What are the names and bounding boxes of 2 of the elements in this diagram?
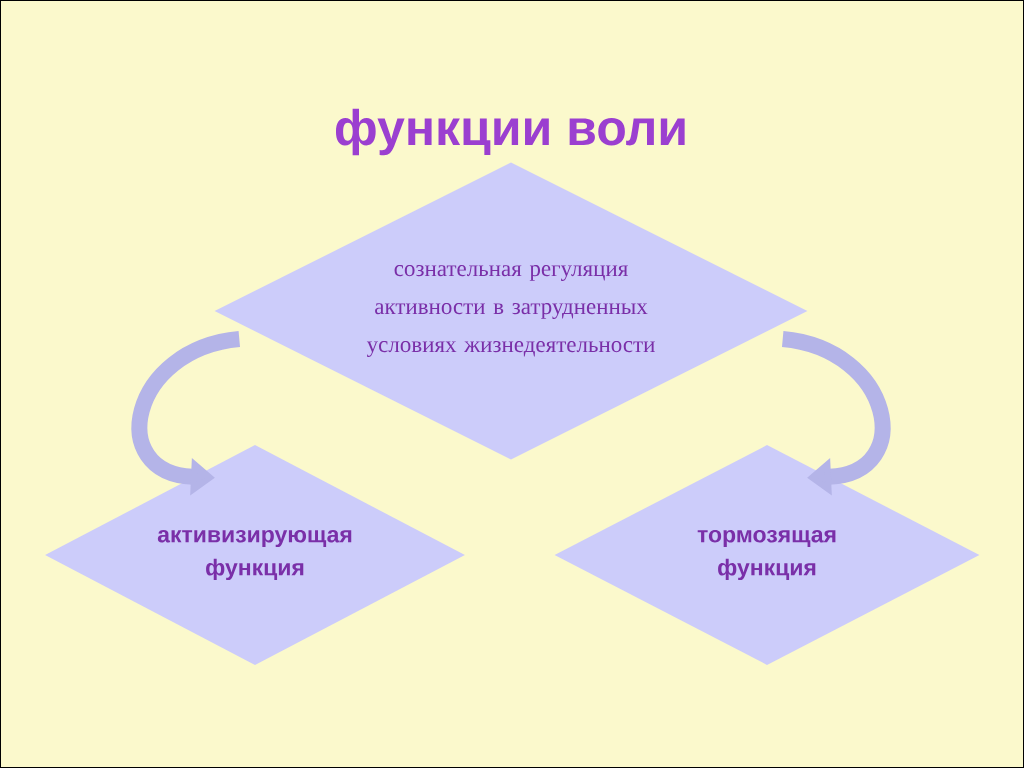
title: функции воли <box>335 108 685 156</box>
curved-arrow <box>781 331 891 496</box>
